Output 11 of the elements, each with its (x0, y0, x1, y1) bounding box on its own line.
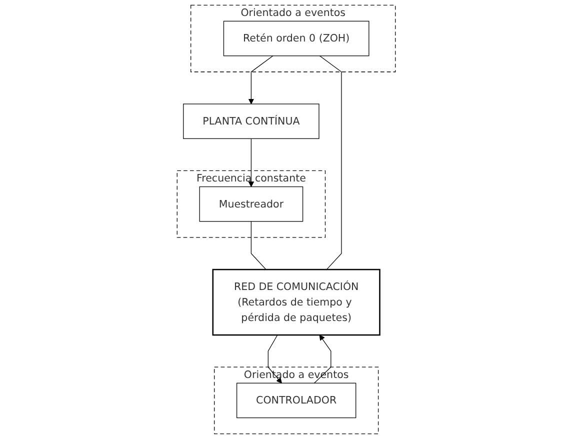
node-box: RED DE COMUNICACIÓN (Retardos de tiempo y pérdida de paquetes) (212, 268, 381, 336)
connector (251, 221, 267, 270)
connector (320, 56, 342, 270)
arrow (268, 334, 282, 384)
arrow (314, 334, 332, 384)
node-box: PLANTA CONTÍNUA (183, 104, 320, 139)
node-box: CONTROLADOR (236, 382, 356, 418)
arrow (248, 138, 254, 188)
arrow (248, 56, 274, 104)
node-box: Muestreador (200, 186, 304, 222)
node-box: Retén orden 0 (ZOH) (224, 20, 370, 56)
